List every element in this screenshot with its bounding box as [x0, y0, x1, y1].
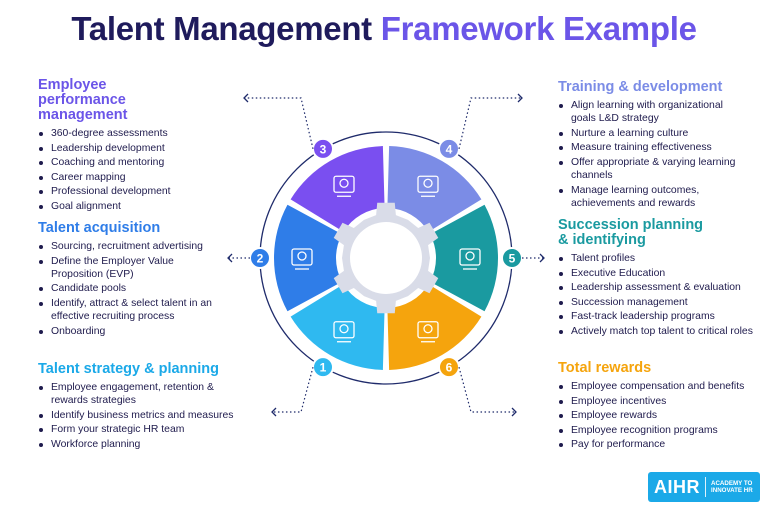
section-list: Employee engagement, retention & rewards…	[38, 381, 243, 451]
logo-tagline: ACADEMY TO INNOVATE HR	[711, 480, 753, 494]
list-item: Actively match top talent to critical ro…	[558, 325, 758, 338]
section-succession: Succession planning & identifying Talent…	[558, 218, 758, 340]
title-part-1: Talent Management	[71, 10, 372, 47]
arrow-head	[539, 253, 545, 263]
list-item: Fast-track leadership programs	[558, 310, 758, 323]
number-label: 3	[320, 142, 327, 156]
logo-divider	[705, 477, 706, 497]
list-item: Employee recognition programs	[558, 424, 758, 437]
certificate-icon	[417, 175, 439, 197]
list-item: Workforce planning	[38, 438, 243, 451]
list-item: Executive Education	[558, 267, 758, 280]
list-item: Talent profiles	[558, 252, 758, 265]
segment-6	[387, 284, 482, 370]
list-item: Succession management	[558, 296, 758, 309]
connector-line	[458, 366, 516, 413]
list-item: Professional development	[38, 185, 238, 198]
list-item: Onboarding	[38, 325, 228, 338]
list-item: Measure training effectiveness	[558, 141, 738, 154]
list-item: Form your strategic HR team	[38, 423, 243, 436]
list-item: Leadership development	[38, 142, 238, 155]
list-item: Identify, attract & select talent in an …	[38, 297, 228, 323]
section-strategy: Talent strategy & planning Employee enga…	[38, 362, 243, 453]
list-item: Employee engagement, retention & rewards…	[38, 381, 243, 407]
list-item: Pay for performance	[558, 438, 758, 451]
list-item: Nurture a learning culture	[558, 127, 738, 140]
segment-1	[290, 284, 385, 370]
logo-word: AIHR	[654, 476, 700, 497]
list-item: Offer appropriate & varying learning cha…	[558, 156, 738, 182]
list-item: Align learning with organizational goals…	[558, 99, 738, 125]
segment-4	[387, 146, 482, 232]
arrow-head	[271, 407, 277, 417]
list-item: Employee compensation and benefits	[558, 380, 758, 393]
section-performance: Employee performance management 360-degr…	[38, 78, 238, 215]
connector-line	[244, 97, 314, 150]
number-label: 1	[320, 361, 327, 375]
section-rewards: Total rewards Employee compensation and …	[558, 361, 758, 453]
list-item: Employee rewards	[558, 409, 758, 422]
section-heading: Talent acquisition	[38, 220, 161, 236]
section-heading: Training & development	[558, 79, 723, 95]
list-item: Coaching and mentoring	[38, 156, 238, 169]
list-item: Sourcing, recruitment advertising	[38, 240, 228, 253]
title-part-2: Framework Example	[380, 10, 697, 47]
number-label: 6	[446, 361, 453, 375]
arrow-head	[511, 407, 517, 417]
section-list: Align learning with organizational goals…	[558, 99, 738, 210]
handover-icon	[459, 248, 481, 270]
list-item: 360-degree assessments	[38, 127, 238, 140]
list-item: Leadership assessment & evaluation	[558, 281, 758, 294]
arrow-head	[227, 253, 233, 263]
list-item: Candidate pools	[38, 282, 228, 295]
logo-tagline-line-1: ACADEMY TO	[711, 480, 753, 487]
coins-shield-icon	[417, 321, 439, 343]
connector-line	[272, 366, 314, 413]
section-heading: Employee performance management	[38, 77, 128, 123]
connector-line	[458, 97, 522, 150]
page-title: Talent Management Framework Example	[0, 10, 768, 48]
list-item: Employee incentives	[558, 395, 758, 408]
settings-person-icon	[333, 175, 355, 197]
number-label: 5	[509, 252, 516, 266]
arrow-head	[517, 93, 523, 103]
aihr-logo: AIHR ACADEMY TO INNOVATE HR	[648, 472, 760, 502]
arrow-head	[243, 93, 249, 103]
segment-5	[429, 204, 498, 312]
number-label: 2	[257, 252, 264, 266]
list-item: Career mapping	[38, 171, 238, 184]
list-item: Define the Employer Value Proposition (E…	[38, 255, 228, 281]
number-label: 4	[446, 142, 453, 156]
section-heading: Total rewards	[558, 360, 652, 376]
cart-icon	[333, 321, 355, 343]
list-item: Identify business metrics and measures	[38, 409, 243, 422]
section-heading: Talent strategy & planning	[38, 361, 220, 377]
team-icon	[291, 248, 313, 270]
section-training: Training & development Align learning wi…	[558, 80, 738, 212]
list-item: Manage learning outcomes, achievements a…	[558, 184, 738, 210]
segment-3	[290, 146, 385, 232]
list-item: Goal alignment	[38, 200, 238, 213]
section-heading: Succession planning & identifying	[558, 217, 704, 248]
segment-2	[274, 204, 343, 312]
gear-hole	[350, 222, 422, 294]
section-acquisition: Talent acquisition Sourcing, recruitment…	[38, 221, 228, 339]
logo-tagline-line-2: INNOVATE HR	[711, 487, 753, 494]
